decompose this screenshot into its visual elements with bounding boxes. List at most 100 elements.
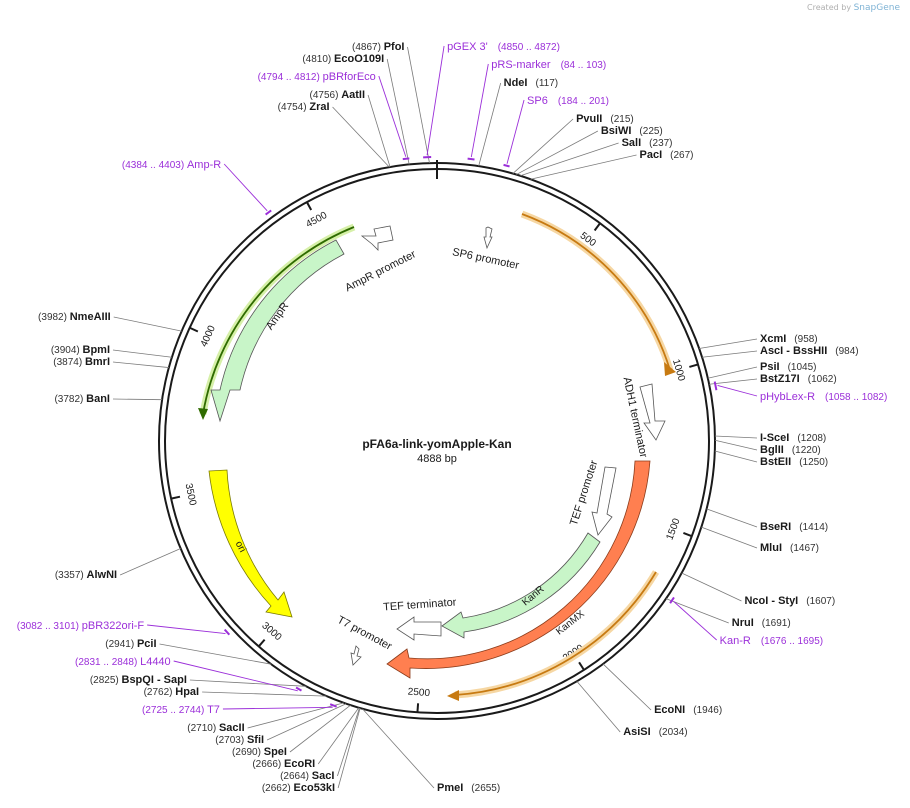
ampr-feature[interactable]	[210, 239, 345, 423]
enzyme-label[interactable]: SalI(237)	[622, 137, 673, 149]
enzyme-name: SfiI	[247, 734, 264, 746]
enzyme-label[interactable]: AsiSI(2034)	[623, 726, 687, 738]
enzyme-label[interactable]: (2762) HpaI	[144, 686, 200, 698]
enzyme-label[interactable]: BglII(1220)	[760, 444, 821, 456]
enzyme-label[interactable]: (3982) NmeAIII	[38, 311, 111, 323]
enzyme-leader-line	[407, 46, 430, 164]
enzyme-name: AscI - BssHII	[760, 345, 827, 357]
enzyme-label[interactable]: (2703) SfiI	[215, 734, 264, 746]
kanr-feature[interactable]	[441, 532, 601, 639]
primer-bar[interactable]	[265, 209, 272, 216]
enzyme-leader-line	[247, 702, 344, 729]
enzyme-name: BsiWI	[601, 125, 632, 137]
enzyme-position: (2941)	[105, 639, 137, 650]
enzyme-label[interactable]: (4756) AatII	[310, 89, 366, 101]
enzyme-label[interactable]: PacI(267)	[640, 149, 694, 161]
ampr-promoter-label: AmpR promoter	[343, 248, 418, 294]
primer-bar[interactable]	[713, 381, 718, 391]
primer-bar[interactable]	[402, 157, 410, 161]
enzyme-label[interactable]: PsiI(1045)	[760, 361, 816, 373]
enzyme-leader-line	[714, 450, 758, 463]
primer-label[interactable]: (4794 .. 4812) pBRforEco	[258, 71, 376, 83]
primer-label[interactable]: (2725 .. 2744) T7	[142, 704, 220, 716]
enzyme-label[interactable]: (2664) SacI	[280, 770, 334, 782]
primer-bar[interactable]	[329, 703, 337, 708]
enzyme-label[interactable]: (3357) AlwNI	[55, 569, 117, 581]
kanmx-feature[interactable]	[386, 460, 651, 679]
enzyme-label[interactable]: (2662) Eco53kI	[262, 782, 335, 794]
ori-feature[interactable]	[208, 469, 293, 618]
orange-arc-bottom-arrowhead	[447, 690, 459, 701]
enzyme-label[interactable]: (3782) BanI	[54, 393, 110, 405]
enzyme-label[interactable]: AscI - BssHII(984)	[760, 345, 859, 357]
enzyme-label[interactable]: NdeI(117)	[504, 77, 558, 89]
primer-leader-line	[173, 660, 298, 692]
ampr-promoter-feature[interactable]	[360, 225, 394, 251]
enzyme-label[interactable]: (3904) BpmI	[51, 344, 110, 356]
enzyme-label[interactable]: EcoNI(1946)	[654, 704, 722, 716]
primer-leader-line	[506, 99, 525, 164]
enzyme-label[interactable]: MluI(1467)	[760, 542, 819, 554]
enzyme-label[interactable]: (3874) BmrI	[53, 356, 110, 368]
tef-terminator-feature[interactable]	[396, 616, 442, 641]
enzyme-label[interactable]: (4810) EcoO109I	[302, 53, 384, 65]
primer-bar[interactable]	[669, 596, 675, 604]
tef-promoter-feature[interactable]	[591, 466, 617, 536]
enzyme-label[interactable]: NcoI - StyI(1607)	[744, 595, 835, 607]
enzyme-name: AsiSI	[623, 726, 651, 738]
enzyme-label[interactable]: (2690) SpeI	[232, 746, 287, 758]
enzyme-position: (2825)	[90, 675, 122, 686]
t7-promoter-feature[interactable]	[350, 645, 362, 666]
primer-label[interactable]: pRS-marker(84 .. 103)	[491, 59, 606, 71]
enzyme-label[interactable]: (4754) ZraI	[278, 101, 330, 113]
enzyme-leader-line	[317, 707, 360, 765]
enzyme-position: (4756)	[310, 90, 342, 101]
enzyme-position: (3874)	[53, 357, 85, 368]
primer-label[interactable]: (4384 .. 4403) Amp-R	[122, 159, 221, 171]
primer-leader-line	[717, 385, 758, 397]
enzyme-name: NdeI	[504, 77, 528, 89]
enzyme-label[interactable]: BstZ17I(1062)	[760, 373, 837, 385]
primer-label[interactable]: (2831 .. 2848) L4440	[75, 656, 171, 668]
enzyme-label[interactable]: I-SceI(1208)	[760, 432, 826, 444]
enzyme-label[interactable]: PmeI(2655)	[437, 782, 500, 794]
primer-leader-line	[147, 624, 226, 634]
enzyme-leader-line	[520, 142, 619, 177]
enzyme-label[interactable]: XcmI(958)	[760, 333, 818, 345]
enzyme-label[interactable]: (2666) EcoRI	[252, 758, 315, 770]
enzyme-label[interactable]: (4867) PfoI	[352, 41, 404, 53]
adh1-terminator-feature[interactable]	[639, 383, 666, 441]
primer-label[interactable]: pHybLex-R(1058 .. 1082)	[760, 391, 887, 403]
enzyme-name: PvuII	[576, 113, 602, 125]
primer-label[interactable]: (3082 .. 3101) pBR322ori-F	[17, 620, 145, 632]
orange-arc-bottom[interactable]	[454, 571, 657, 696]
enzyme-leader-line	[159, 643, 272, 665]
primer-label[interactable]: SP6(184 .. 201)	[527, 95, 609, 107]
primer-label[interactable]: pGEX 3'(4850 .. 4872)	[447, 41, 560, 53]
enzyme-leader-line	[332, 106, 390, 168]
enzyme-label[interactable]: (2825) BspQI - SapI	[90, 674, 187, 686]
ori-label: ori	[233, 539, 248, 554]
primer-bar[interactable]	[467, 157, 475, 161]
enzyme-position: (4867)	[352, 42, 384, 53]
primer-label[interactable]: Kan-R(1676 .. 1695)	[720, 635, 823, 647]
enzyme-label[interactable]: PvuII(215)	[576, 113, 634, 125]
enzyme-label[interactable]: BseRI(1414)	[760, 521, 828, 533]
enzyme-label[interactable]: (2941) PciI	[105, 638, 156, 650]
primer-bar[interactable]	[295, 686, 302, 692]
enzyme-label[interactable]: NruI(1691)	[732, 617, 791, 629]
enzyme-label[interactable]: (2710) SacII	[187, 722, 244, 734]
enzyme-position: (1045)	[788, 362, 817, 373]
orange-arc-top[interactable]	[521, 213, 671, 371]
sp6-promoter-feature[interactable]	[483, 226, 493, 250]
enzyme-name: BstEII	[760, 456, 791, 468]
primer-bar[interactable]	[223, 628, 231, 636]
primer-range: (1058 .. 1082)	[825, 392, 887, 403]
enzyme-name: BglII	[760, 444, 784, 456]
primer-bar[interactable]	[503, 163, 510, 168]
tick-mark	[416, 703, 420, 713]
enzyme-label[interactable]: BsiWI(225)	[601, 125, 663, 137]
green-arc[interactable]	[202, 226, 355, 415]
enzyme-label[interactable]: BstEII(1250)	[760, 456, 828, 468]
enzyme-leader-line	[362, 708, 435, 789]
